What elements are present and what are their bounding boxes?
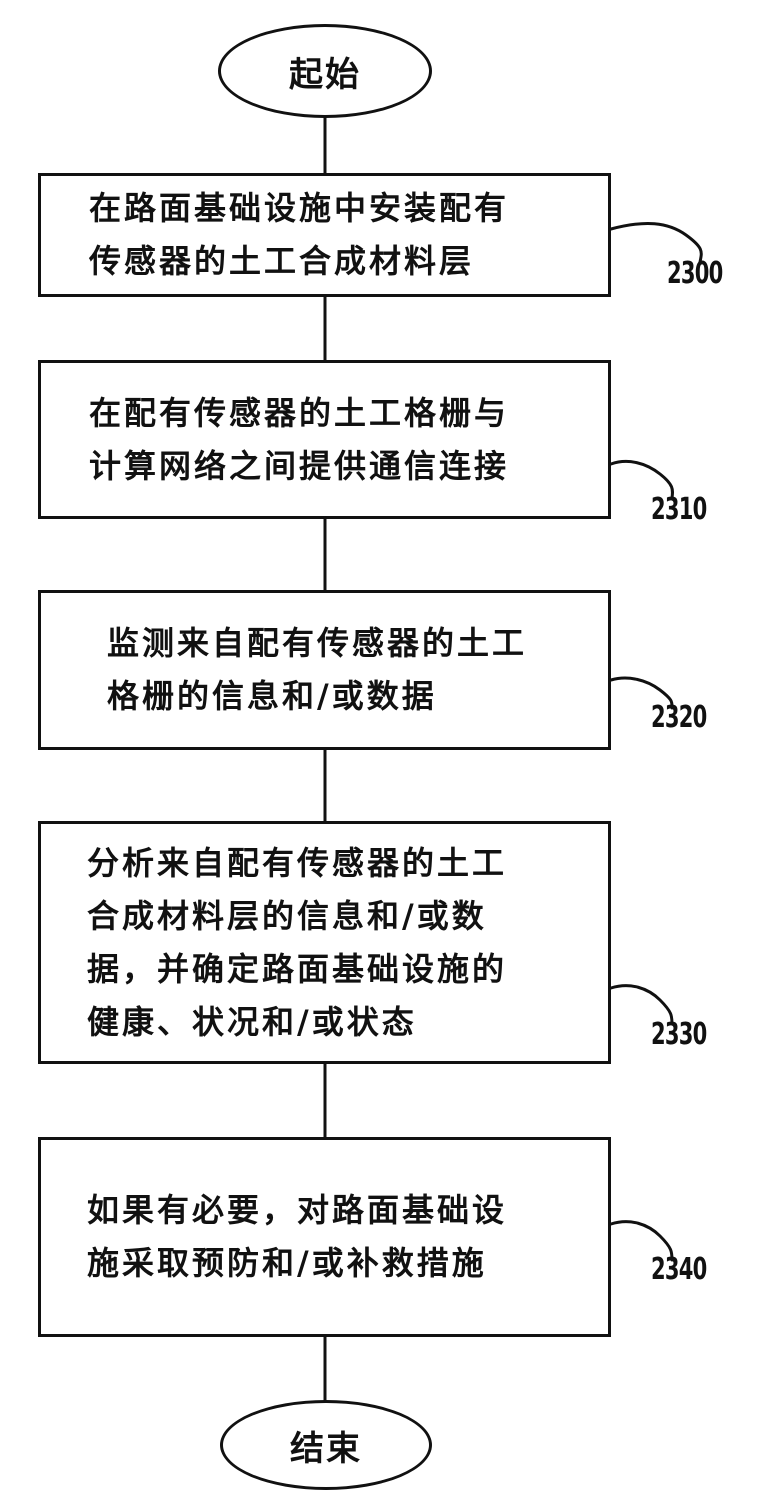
reference-number-2320: 2320 [651, 700, 707, 735]
reference-number-2300: 2300 [667, 256, 723, 291]
end-label: 结束 [290, 1428, 362, 1469]
leader-line-2330 [609, 984, 674, 1026]
step-2310-text: 在配有传感器的土工格栅与 计算网络之间提供通信连接 [89, 393, 510, 485]
leader-line-2340 [609, 1220, 674, 1262]
leader-line-2300 [609, 222, 703, 264]
start-label: 起始 [289, 54, 361, 95]
step-2340-text: 如果有必要，对路面基础设 施采取预防和/或补救措施 [87, 1191, 508, 1282]
process-step-2300: 在路面基础设施中安装配有 传感器的土工合成材料层 [38, 173, 611, 297]
process-step-2320: 监测来自配有传感器的土工 格栅的信息和/或数据 [38, 590, 611, 750]
step-2300-text: 在路面基础设施中安装配有 传感器的土工合成材料层 [89, 189, 510, 280]
leader-line-2310 [609, 459, 675, 500]
reference-number-2310: 2310 [651, 492, 707, 527]
reference-number-2340: 2340 [651, 1252, 707, 1287]
step-2320-text: 监测来自配有传感器的土工 格栅的信息和/或数据 [107, 624, 528, 715]
process-step-2340: 如果有必要，对路面基础设 施采取预防和/或补救措施 [38, 1137, 611, 1337]
start-terminal: 起始 [218, 24, 432, 118]
process-step-2330: 分析来自配有传感器的土工 合成材料层的信息和/或数 据，并确定路面基础设施的 健… [38, 821, 611, 1064]
step-2330-text: 分析来自配有传感器的土工 合成材料层的信息和/或数 据，并确定路面基础设施的 健… [87, 843, 508, 1041]
reference-number-2330: 2330 [651, 1017, 707, 1052]
leader-line-2320 [609, 676, 674, 710]
process-step-2310: 在配有传感器的土工格栅与 计算网络之间提供通信连接 [38, 360, 611, 519]
end-terminal: 结束 [220, 1400, 432, 1490]
